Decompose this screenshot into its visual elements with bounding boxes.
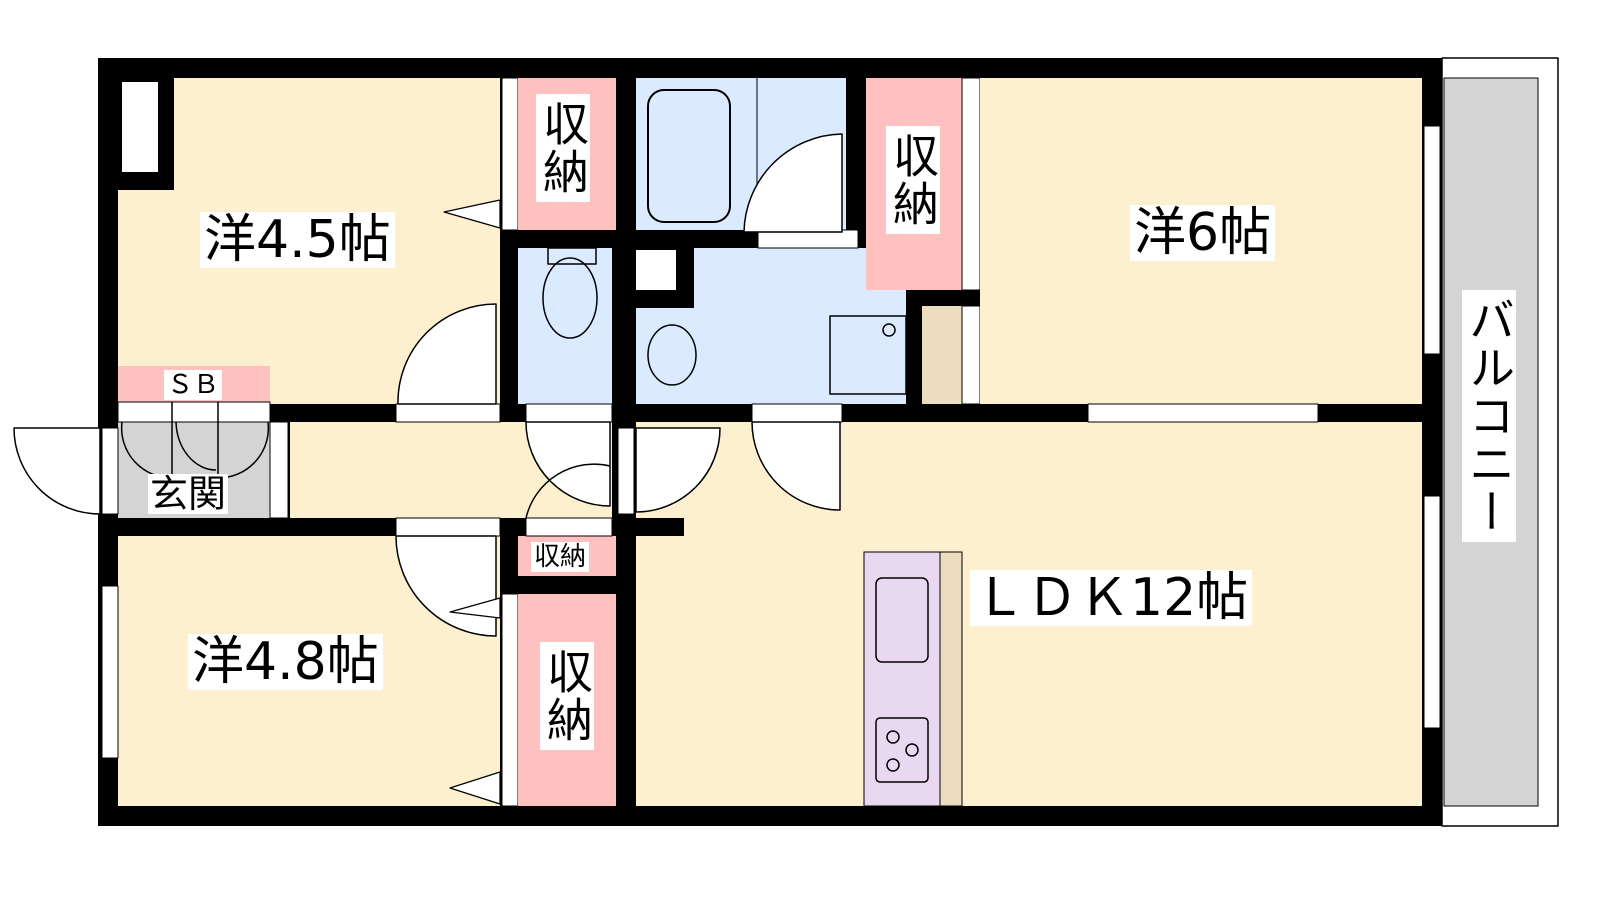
label-entrance: 玄関 — [148, 472, 229, 516]
toilet-room — [518, 248, 612, 404]
bathtub — [647, 89, 731, 223]
sliding-door-strip — [961, 77, 981, 291]
tan-strip — [922, 306, 962, 404]
bath-door-swing — [743, 133, 843, 233]
toilet-bowl — [542, 257, 598, 339]
label-storage-top-left: 収納 — [536, 94, 590, 202]
door-sill — [395, 403, 501, 423]
drain-icon — [882, 323, 896, 337]
wall-stub — [612, 518, 684, 536]
label-storage-top-right: 収納 — [886, 126, 940, 234]
door-sill — [395, 517, 501, 537]
door-swing — [635, 427, 721, 513]
burner-icon — [886, 730, 900, 744]
burner-icon — [905, 743, 919, 757]
front-door-frame — [101, 427, 119, 515]
door-strip — [961, 305, 981, 405]
door-sill — [525, 403, 613, 423]
label-storage-small: 収納 — [531, 542, 590, 572]
door-swing — [397, 303, 497, 405]
door-swing — [751, 421, 841, 511]
step — [269, 421, 289, 519]
sink — [875, 577, 929, 663]
washing-machine-pan — [829, 315, 907, 395]
label-shoe-box: ＳＢ — [164, 370, 223, 400]
sliding-door — [1087, 403, 1319, 423]
front-door-swing — [13, 427, 101, 515]
stove — [875, 717, 929, 783]
window — [1423, 495, 1441, 729]
counter-edge — [939, 551, 963, 807]
door-frame — [617, 427, 635, 515]
label-ldk: ＬＤＫ12帖 — [970, 570, 1253, 626]
wash-basin — [647, 324, 697, 386]
label-western-48: 洋4.8帖 — [188, 634, 383, 690]
shaft — [636, 250, 676, 290]
burner-icon — [886, 758, 900, 772]
door-swing — [525, 421, 611, 507]
door-sill — [751, 403, 843, 423]
door-swing — [525, 463, 611, 519]
sliding-arrows — [443, 199, 501, 805]
label-western-45: 洋4.5帖 — [200, 212, 395, 268]
window — [101, 585, 119, 759]
closet-inner — [122, 82, 158, 172]
door-sill — [525, 517, 613, 537]
toilet-tank — [547, 247, 597, 265]
shoe-box-doors — [117, 401, 271, 423]
label-western-6: 洋6帖 — [1130, 205, 1276, 261]
window — [1423, 125, 1441, 355]
shoebox-door-swing — [175, 421, 217, 471]
sliding-door-strip — [501, 593, 519, 807]
label-storage-bottom: 収納 — [540, 642, 594, 750]
label-balcony: バルコニー — [1462, 290, 1516, 542]
sliding-door-strip — [501, 77, 519, 231]
